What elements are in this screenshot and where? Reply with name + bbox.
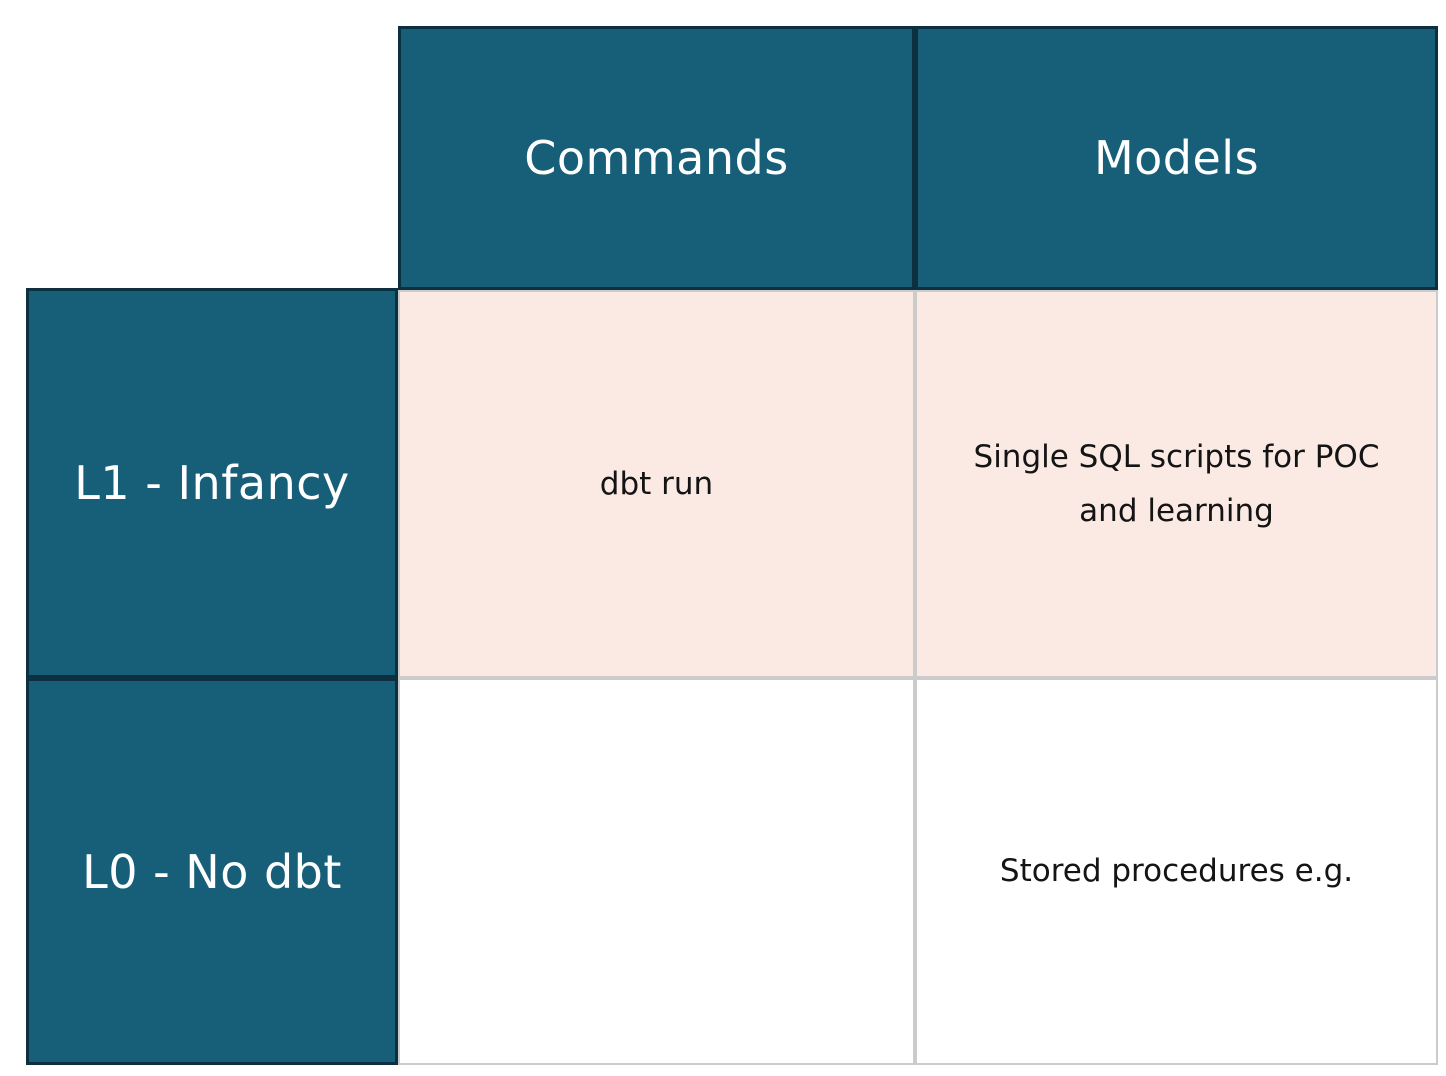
column-header-commands-label: Commands [524,131,789,185]
column-header-commands: Commands [398,26,915,290]
cell-l1-commands: dbt run [398,290,915,678]
cell-l1-models: Single SQL scripts for POC and learning [915,290,1438,678]
cell-l0-commands [398,678,915,1065]
row-header-l0-no-dbt-label: L0 - No dbt [82,844,342,899]
column-header-models: Models [915,26,1438,290]
cell-l1-commands-text: dbt run [599,465,714,502]
cell-l0-models: Stored procedures e.g. [915,678,1438,1065]
cell-l0-models-text: Stored procedures e.g. [999,853,1354,890]
corner-spacer [0,0,398,290]
row-header-l1-infancy: L1 - Infancy [26,288,398,678]
row-header-l0-no-dbt: L0 - No dbt [26,678,398,1065]
column-header-models-label: Models [1093,131,1260,185]
row-header-l1-infancy-label: L1 - Infancy [74,456,350,510]
cell-l1-models-text: Single SQL scripts for POC and learning [973,438,1380,529]
